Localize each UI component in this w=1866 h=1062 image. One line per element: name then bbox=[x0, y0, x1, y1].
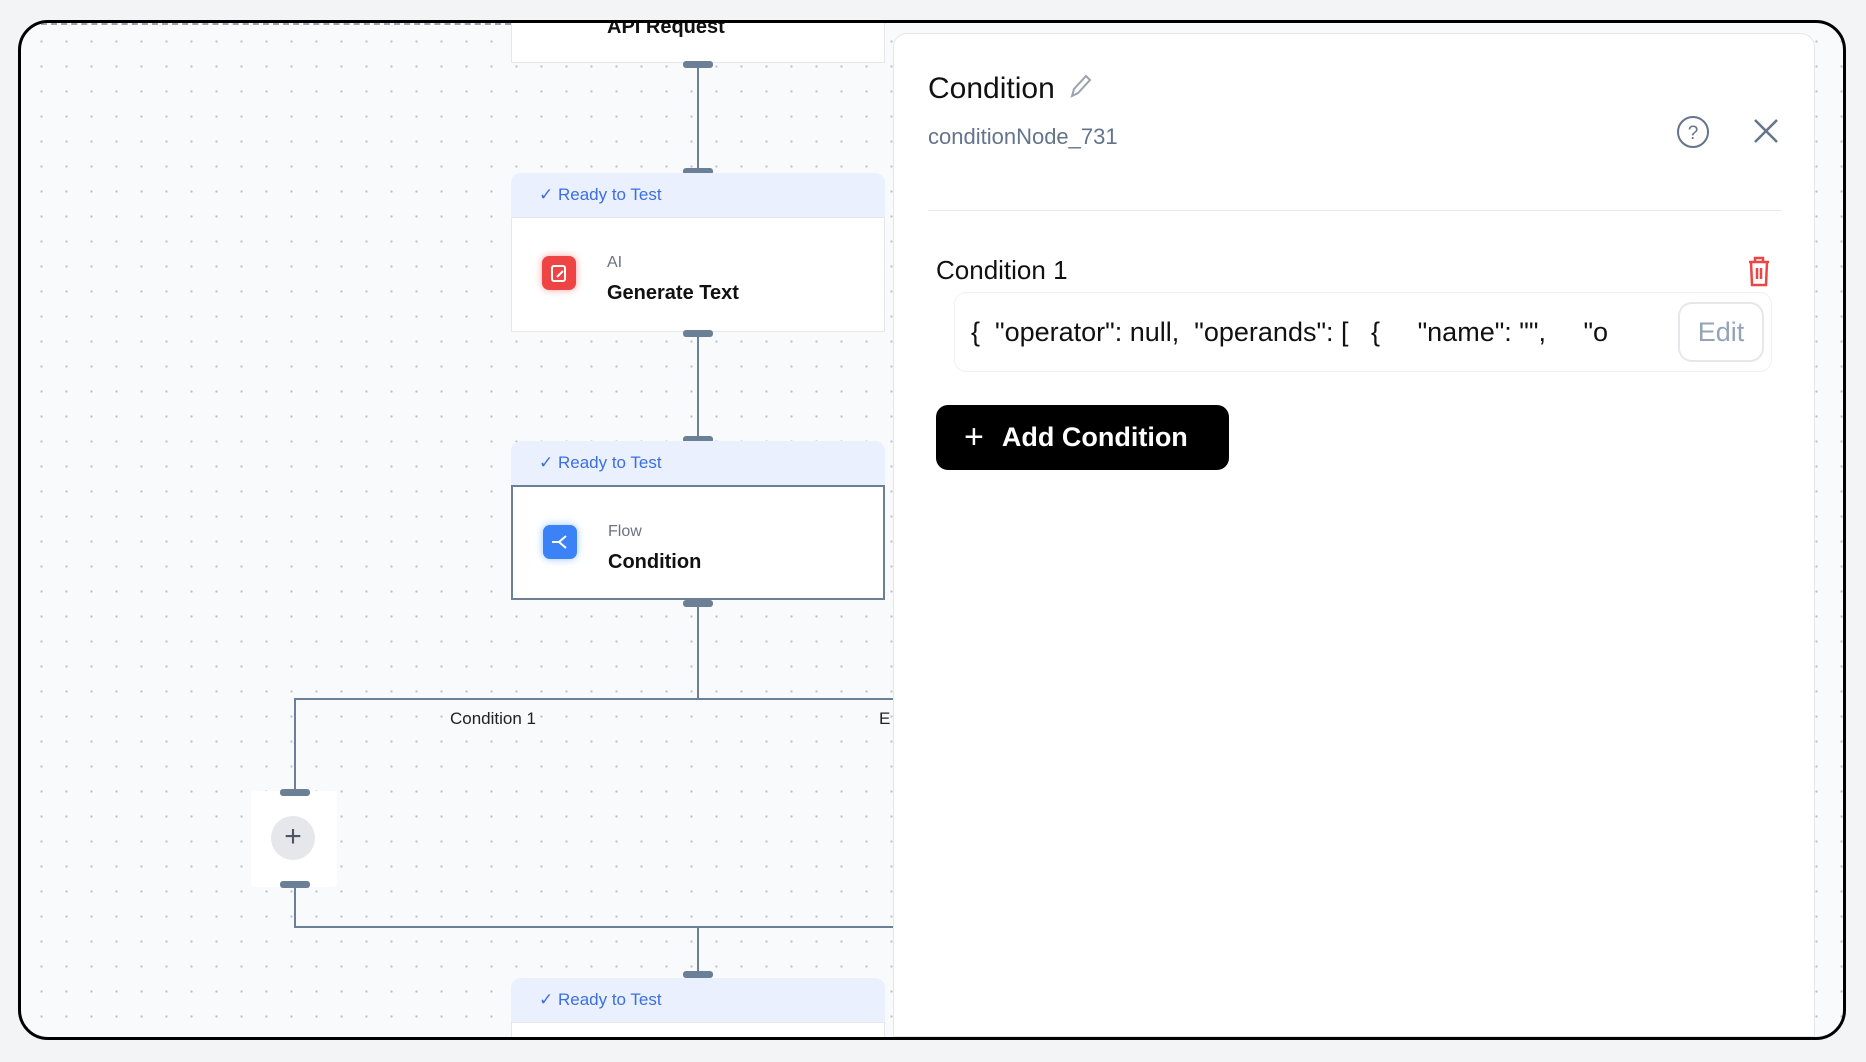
branch-label: Condition 1 bbox=[450, 709, 537, 728]
status-text: Ready to Test bbox=[557, 990, 662, 1009]
add-condition-button[interactable]: + Add Condition bbox=[936, 405, 1229, 470]
edge bbox=[697, 603, 699, 700]
condition-settings-panel: Condition conditionNode_731 ? Condition … bbox=[893, 33, 1815, 1037]
plus-icon[interactable]: + bbox=[271, 816, 315, 860]
edit-button[interactable]: Edit bbox=[1678, 302, 1764, 362]
divider bbox=[928, 210, 1782, 211]
handle[interactable] bbox=[683, 330, 713, 337]
dashed-edge bbox=[41, 23, 511, 25]
node-condition[interactable]: Flow Condition bbox=[511, 485, 885, 600]
add-step-node[interactable]: + bbox=[251, 791, 337, 887]
check-icon: ✓ bbox=[539, 453, 558, 472]
handle[interactable] bbox=[683, 61, 713, 68]
handle[interactable] bbox=[280, 789, 310, 796]
node-category: Flow bbox=[608, 523, 642, 540]
edge bbox=[697, 63, 699, 173]
node-name: API Request bbox=[607, 20, 725, 38]
node-next[interactable] bbox=[511, 1022, 885, 1037]
handle[interactable] bbox=[683, 436, 713, 443]
branch-icon bbox=[543, 525, 577, 559]
condition-expression-field[interactable]: { "operator": null, "operands": [ { "nam… bbox=[954, 292, 1772, 372]
handle[interactable] bbox=[280, 881, 310, 888]
status-banner: ✓ Ready to Test bbox=[511, 173, 885, 217]
status-text: Ready to Test bbox=[557, 453, 662, 472]
status-text: Ready to Test bbox=[557, 185, 662, 204]
condition-label: Condition 1 bbox=[936, 255, 1068, 285]
check-icon: ✓ bbox=[539, 990, 558, 1009]
svg-text:?: ? bbox=[1688, 123, 1699, 144]
status-banner: ✓ Ready to Test bbox=[511, 441, 885, 485]
panel-title: Condition bbox=[928, 72, 1055, 105]
handle[interactable] bbox=[683, 971, 713, 978]
handle[interactable] bbox=[683, 168, 713, 175]
edge bbox=[697, 926, 699, 976]
status-banner: ✓ Ready to Test bbox=[511, 978, 885, 1022]
workflow-editor: API Request ✓ Ready to Test AI Generate … bbox=[18, 20, 1846, 1040]
add-condition-label: Add Condition bbox=[1001, 422, 1188, 452]
trash-icon[interactable] bbox=[1745, 254, 1773, 288]
branch-label: E bbox=[879, 709, 891, 728]
node-id: conditionNode_731 bbox=[928, 124, 1118, 149]
node-generate-text[interactable]: AI Generate Text bbox=[511, 217, 885, 332]
condition-expression: { "operator": null, "operands": [ { "nam… bbox=[971, 317, 1609, 347]
node-name: Condition bbox=[608, 551, 702, 573]
merge-edge bbox=[294, 926, 893, 928]
pencil-icon[interactable] bbox=[1068, 72, 1094, 100]
canvas[interactable]: API Request ✓ Ready to Test AI Generate … bbox=[21, 23, 893, 1037]
check-icon: ✓ bbox=[539, 185, 558, 204]
plus-icon: + bbox=[964, 418, 984, 456]
close-icon[interactable] bbox=[1751, 116, 1781, 146]
edge bbox=[697, 332, 699, 442]
help-icon[interactable]: ? bbox=[1675, 114, 1711, 150]
node-name: Generate Text bbox=[607, 282, 739, 304]
node-category: AI bbox=[607, 254, 623, 271]
node-api-request[interactable]: API Request bbox=[511, 23, 885, 63]
ai-text-icon bbox=[542, 256, 576, 290]
branch-edge bbox=[294, 698, 893, 700]
